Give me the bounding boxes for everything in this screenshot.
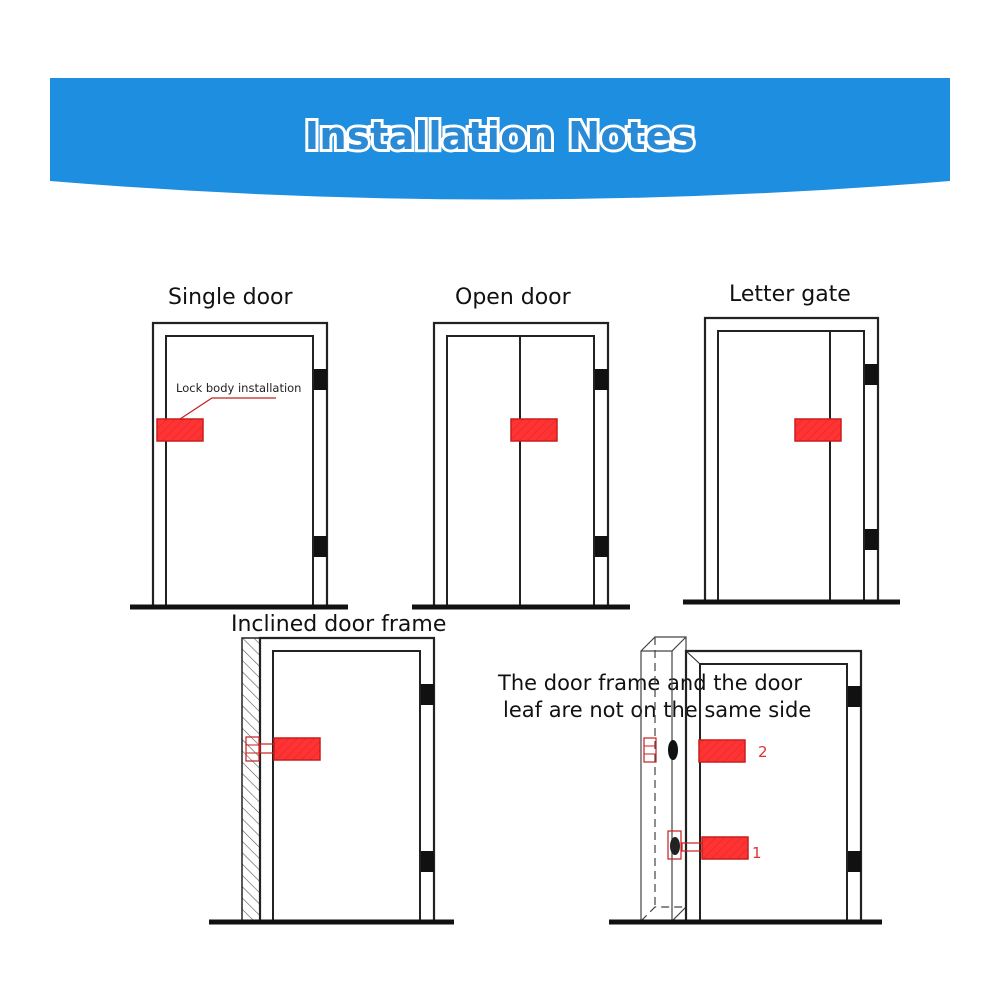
not-same-side-title-line1: The door frame and the door xyxy=(498,671,802,695)
hinge-icon xyxy=(314,536,327,557)
not-same-side-panel: 2 1 xyxy=(609,636,882,925)
single-door-title: Single door xyxy=(168,285,293,310)
hinge-icon xyxy=(421,684,434,705)
lock-bolt xyxy=(259,743,275,754)
hinge-icon xyxy=(865,364,878,385)
single-door-panel: Lock body installation xyxy=(130,321,348,610)
open-door-panel xyxy=(412,321,630,610)
lock-hole xyxy=(668,740,678,760)
hinge-icon xyxy=(314,369,327,390)
hinge-icon xyxy=(848,686,861,707)
hinge-icon xyxy=(848,851,861,872)
lock-label-2: 2 xyxy=(758,743,768,761)
lock-label-1: 1 xyxy=(752,844,762,862)
lock-body-callout: Lock body installation xyxy=(176,381,301,395)
not-same-side-title-line2: leaf are not on the same side xyxy=(503,698,812,722)
strike-plate xyxy=(245,736,260,762)
door-frame-box xyxy=(640,636,687,922)
hinge-icon xyxy=(595,536,608,557)
letter-gate-title: Letter gate xyxy=(729,282,851,307)
callout-leader xyxy=(179,397,276,420)
strike-hole xyxy=(670,837,680,855)
hinge-icon xyxy=(595,369,608,390)
hinge-icon xyxy=(865,529,878,550)
banner-title: Installation Notes xyxy=(304,114,696,158)
open-door-title: Open door xyxy=(455,285,571,310)
strike-plate-2 xyxy=(643,737,657,763)
inclined-frame-title: Inclined door frame xyxy=(231,612,447,637)
lock-bolt xyxy=(681,842,703,852)
banner-background xyxy=(50,78,950,200)
hinge-icon xyxy=(421,851,434,872)
letter-gate-panel xyxy=(683,316,900,605)
inclined-wall xyxy=(241,637,261,922)
strike-plate-1 xyxy=(667,830,682,860)
inclined-frame-panel xyxy=(209,636,454,925)
banner-title-outline: Installation Notes xyxy=(302,111,698,161)
banner: Installation Notes Installation Notes xyxy=(50,78,950,203)
